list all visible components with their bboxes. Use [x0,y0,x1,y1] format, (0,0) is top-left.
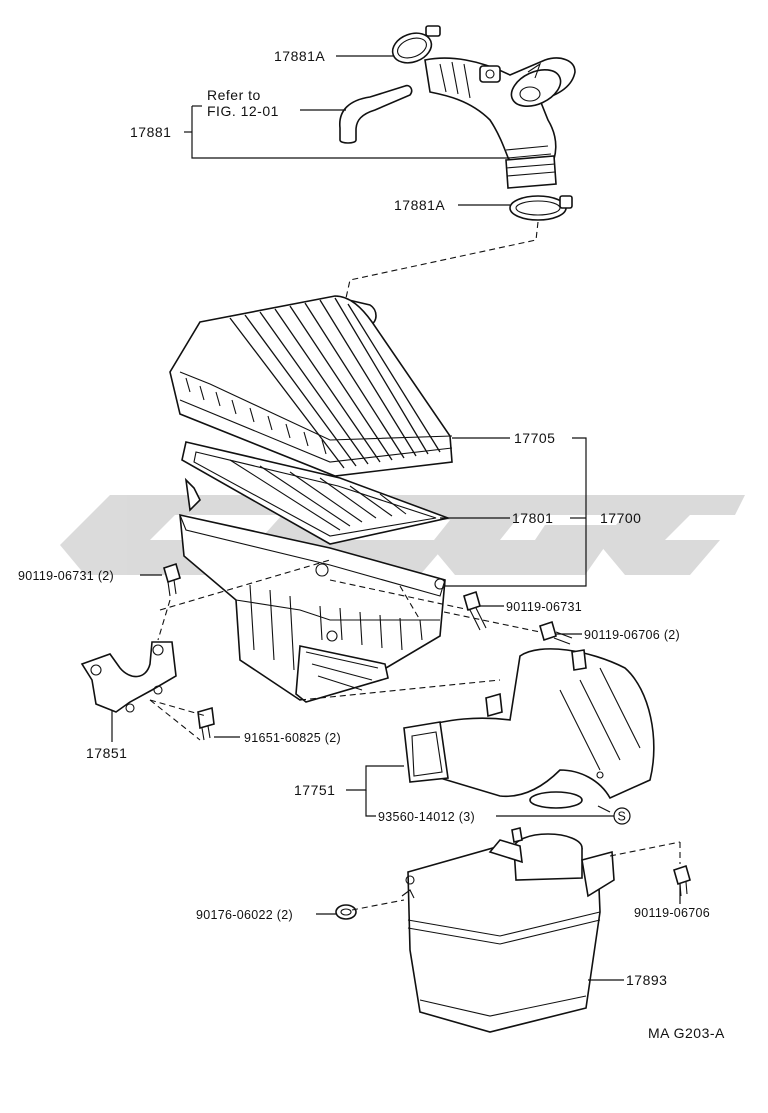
air-inlet-duct [403,648,655,809]
leader-lines [111,55,681,981]
label-element: 17801 [512,510,553,526]
label-inlet: 17751 [294,782,335,798]
figure-code: MA G203-A [648,1025,725,1041]
label-bracket: 17851 [86,745,127,761]
label-hose-clamp-top: 17881A [274,48,325,64]
part-labels: 17881A Refer to FIG. 12-01 17881 17881A … [18,48,725,1041]
label-refer-line2: FIG. 12-01 [207,103,279,119]
air-intake-hose [339,25,576,221]
label-cap-sub: 17705 [514,430,555,446]
label-refer-line1: Refer to [207,87,261,103]
air-cleaner-cap [169,295,453,477]
label-cleaner-assy: 17700 [600,510,641,526]
air-filter-element [181,441,451,545]
label-bolt-resonator: 90119-06706 [634,906,710,920]
label-screw: 93560-14012 (3) [378,810,475,824]
label-bolt-left: 90119-06731 (2) [18,569,114,583]
air-cleaner-case [179,477,446,703]
label-hose-assy: 17881 [130,124,171,140]
label-bolt-mid: 90119-06706 (2) [584,628,680,642]
label-bolt-right: 90119-06731 [506,600,582,614]
assembly-lines [149,221,681,911]
label-screw-marker: S [618,810,627,824]
label-resonator: 17893 [626,972,667,988]
cap-ribs [229,297,441,469]
resonator [401,833,615,1033]
label-hose-clamp-bottom: 17881A [394,197,445,213]
label-grommet: 90176-06022 (2) [196,908,293,922]
label-nut: 91651-60825 (2) [244,731,341,745]
fasteners [163,562,691,920]
bracket [80,641,177,713]
